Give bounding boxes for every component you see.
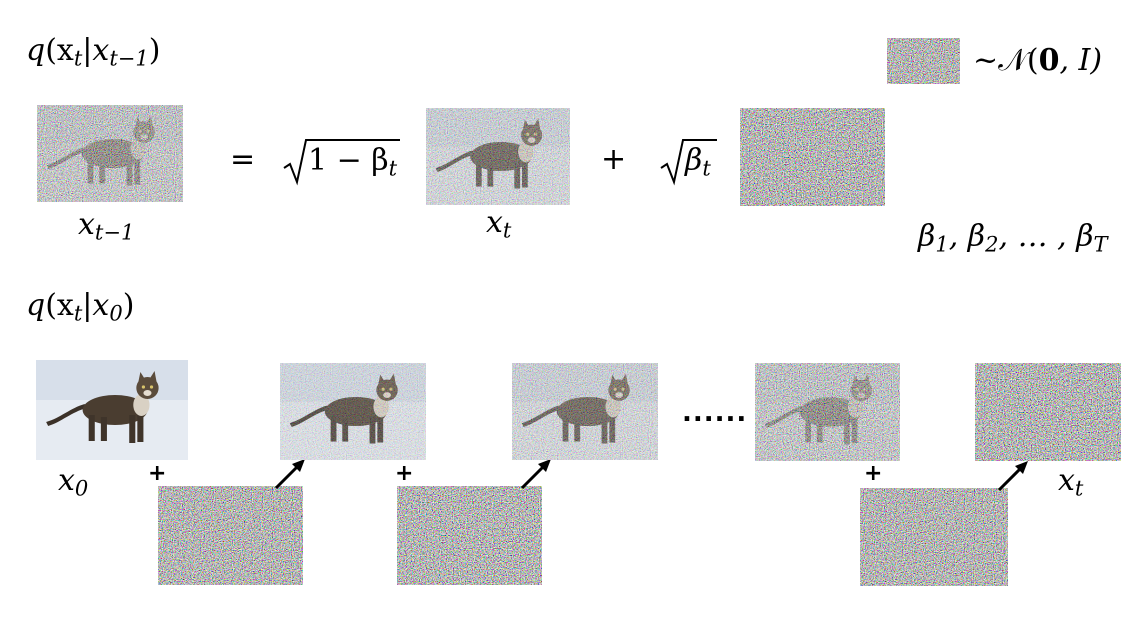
- image-x-t: [426, 108, 570, 205]
- image-x-0: [36, 360, 188, 460]
- noise-dist-rest: , I): [1059, 43, 1103, 78]
- sqrt-sign-icon: [660, 139, 717, 186]
- label-xt-sub: t: [1074, 476, 1084, 501]
- image-step-n: [755, 363, 900, 461]
- noise-distribution: ~𝒩(𝟎, I): [973, 46, 1102, 76]
- label-x-t-minus-1: xt−1: [78, 210, 134, 243]
- arrow-icon: [520, 459, 551, 490]
- title-sub-tm1: t−1: [109, 46, 149, 71]
- ellipsis: ......: [682, 398, 748, 428]
- bottom-title: q(xt|x0): [26, 291, 134, 324]
- image-x-t-final: [975, 363, 1121, 461]
- label-x-t-final: xt: [1058, 466, 1083, 499]
- title-args: (x: [45, 33, 74, 68]
- schedule-b1-sub: 1: [935, 232, 949, 257]
- title-args: (x: [45, 288, 74, 323]
- label-cur-sub: t: [502, 218, 512, 243]
- title-close: ): [148, 33, 161, 68]
- image-x-t-minus-1: [37, 105, 183, 202]
- sqrt-one-minus-beta: 1 − βt: [282, 136, 402, 186]
- sqrt2-text: β: [685, 143, 703, 178]
- label-x0: x: [58, 463, 75, 498]
- plus-sign-3: +: [864, 461, 883, 486]
- label-x-t: xt: [486, 208, 511, 241]
- title-sub-t: t: [73, 301, 83, 326]
- noise-legend-image: [887, 38, 960, 84]
- beta-schedule: β1, β2, … , βT: [918, 222, 1108, 255]
- label-prev-sub: t−1: [94, 220, 135, 245]
- title-sub-t: t: [73, 46, 83, 71]
- schedule-sep1: , β: [948, 219, 986, 254]
- label-xt: x: [1058, 463, 1075, 498]
- noise-image-top: [740, 108, 885, 206]
- arrow-icon: [997, 461, 1028, 492]
- noise-dist-prefix: ~𝒩(: [973, 43, 1039, 78]
- image-step-1: [280, 363, 426, 460]
- schedule-b1: β: [918, 219, 936, 254]
- title-bar: |x: [82, 288, 110, 323]
- equals-sign: =: [230, 142, 256, 177]
- plus-sign-2: +: [395, 461, 414, 486]
- label-x-0: x0: [58, 466, 88, 499]
- schedule-dots: , … , β: [998, 219, 1094, 254]
- title-q: q: [26, 288, 46, 323]
- label-x0-sub: 0: [74, 476, 89, 501]
- title-close: ): [122, 288, 135, 323]
- plus-sign-1: +: [148, 461, 167, 486]
- sqrt1-text: 1 − β: [308, 143, 389, 178]
- image-step-2: [512, 363, 658, 460]
- schedule-b2-sub: 2: [985, 232, 999, 257]
- noise-image-1: [158, 486, 303, 585]
- arrow-icon: [274, 459, 305, 490]
- noise-image-2: [397, 486, 542, 585]
- plus-sign: +: [601, 142, 627, 177]
- sqrt2-sub: t: [702, 156, 711, 181]
- sqrt-beta: βt: [659, 136, 719, 186]
- title-sub-0: 0: [109, 301, 123, 326]
- noise-image-3: [860, 488, 1008, 586]
- title-bar: |x: [82, 33, 110, 68]
- title-q: q: [26, 33, 46, 68]
- label-prev: x: [78, 207, 95, 242]
- noise-dist-zero: 𝟎: [1038, 43, 1060, 78]
- label-cur: x: [486, 205, 503, 240]
- schedule-t-sub: T: [1093, 232, 1108, 257]
- sqrt-sign-icon: [283, 139, 400, 186]
- sqrt1-sub: t: [388, 156, 398, 181]
- top-title: q(xt|xt−1): [26, 36, 160, 69]
